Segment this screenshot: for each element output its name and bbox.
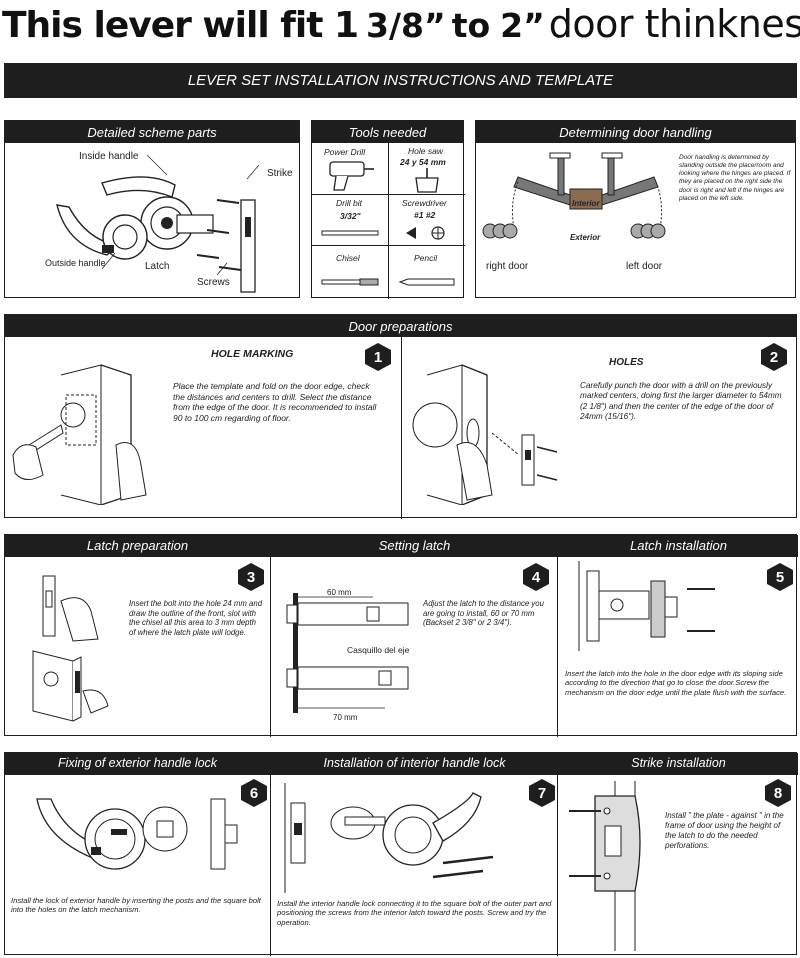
prep-panel-title: Door preparations	[5, 315, 796, 337]
tool-chisel-label: Chisel	[336, 253, 360, 263]
banner-text: LEVER SET INSTALLATION INSTRUCTIONS AND …	[187, 72, 614, 89]
handling-panel-title: Determining door handling	[476, 121, 795, 143]
strike-install-illustration	[569, 781, 641, 951]
screwdriver-icon	[406, 226, 445, 240]
step2-text: Carefully punch the door with a drill on…	[580, 381, 782, 421]
label-left-door: left door	[626, 261, 663, 272]
hero-title-part5: door thinkness	[548, 2, 800, 46]
exterior-lock-title: Fixing of exterior handle lock	[57, 756, 218, 770]
hero-title: This lever will fit 1 3/8” to 2” door th…	[2, 2, 800, 54]
pencil-icon	[398, 278, 455, 286]
step1-number-badge: 1	[365, 343, 391, 371]
label-strike: Strike	[267, 168, 293, 179]
handling-description: Door handling is determined by standing …	[679, 154, 791, 202]
step8-text: Install " the plate - against " in the f…	[665, 811, 784, 850]
tool-drill-bit-size: 3/32"	[340, 211, 361, 221]
prep-panel: Door preparations HOLE MARKING 1 Place t…	[4, 314, 797, 519]
step7-number-badge: 7	[529, 779, 555, 807]
step3-text: Insert the bolt into the hole 24 mm and …	[129, 599, 263, 638]
chisel-icon	[321, 278, 379, 286]
label-exterior: Exterior	[570, 233, 601, 242]
label-outside-handle: Outside handle	[45, 258, 106, 268]
latch-install-illustration	[578, 561, 715, 651]
setting-latch-illustration	[286, 593, 409, 713]
drill-bit-icon	[321, 230, 379, 236]
step1-text: Place the template and fold on the door …	[173, 381, 377, 423]
label-latch: Latch	[145, 261, 170, 272]
tool-screwdriver-size: #1 #2	[414, 210, 436, 220]
step6-text: Install the lock of exterior handle by i…	[11, 896, 261, 915]
tools-panel-title: Tools needed	[312, 121, 463, 143]
label-right-door: right door	[486, 261, 529, 272]
latch-prep-title: Latch preparation	[86, 538, 189, 553]
label-inside-handle: Inside handle	[79, 151, 139, 162]
latch-install-title: Latch installation	[630, 538, 727, 553]
step8-number-badge: 8	[765, 779, 791, 807]
instructions-banner: LEVER SET INSTALLATION INSTRUCTIONS AND …	[4, 63, 797, 98]
row4-panel: Fixing of exterior handle lock Installat…	[4, 752, 798, 956]
step2-title: HOLES	[609, 357, 644, 368]
latch-prep-illustration	[32, 575, 109, 722]
step5-text: Insert the latch into the hole in the do…	[565, 669, 787, 697]
step1-title: HOLE MARKING	[211, 348, 294, 360]
hero-title-part4: 2”	[500, 6, 545, 45]
tool-power-drill-label: Power Drill	[324, 147, 366, 157]
label-screws: Screws	[197, 277, 230, 288]
tool-hole-saw-size: 24 y 54 mm	[400, 157, 446, 167]
label-casquillo: Casquillo del eje	[347, 645, 410, 655]
row3-panel: Latch preparation Setting latch Latch in…	[4, 534, 798, 737]
step7-text: Install the interior handle lock connect…	[277, 899, 552, 927]
step4-text: Adjust the latch to the distance you are…	[423, 599, 544, 628]
hero-title-part2: 3/8”	[366, 6, 446, 45]
hole-marking-illustration	[12, 364, 147, 505]
tool-pencil-label: Pencil	[414, 253, 438, 263]
door-handling-diagram	[482, 152, 666, 239]
tool-drill-bit-label: Drill bit	[336, 198, 362, 208]
setting-latch-title: Setting latch	[378, 538, 451, 553]
step3-number-badge: 3	[238, 563, 264, 591]
step5-number-badge: 5	[767, 563, 793, 591]
parts-illustration	[56, 154, 260, 293]
exterior-lock-illustration	[36, 798, 238, 870]
tools-panel: Tools needed Power Drill Hole saw 24 y 5…	[311, 120, 465, 299]
handling-panel: Determining door handling Interior Exter…	[475, 120, 796, 298]
interior-lock-illustration	[284, 783, 494, 893]
tool-hole-saw-label: Hole saw	[408, 146, 443, 156]
hole-saw-icon	[415, 168, 439, 193]
strike-install-title: Strike installation	[631, 756, 726, 770]
holes-illustration	[412, 364, 558, 505]
parts-panel: Detailed scheme parts Inside handle Stri…	[4, 120, 300, 298]
step4-number-badge: 4	[523, 563, 549, 591]
hero-title-part3: to	[451, 6, 491, 45]
parts-panel-title: Detailed scheme parts	[5, 121, 299, 143]
label-interior: Interior	[572, 199, 600, 208]
hero-title-part1: This lever will fit 1	[2, 5, 359, 46]
interior-lock-title: Installation of interior handle lock	[323, 756, 506, 770]
dim-60mm: 60 mm	[327, 588, 352, 597]
tool-screwdriver-label: Screwdriver	[402, 198, 447, 208]
step6-number-badge: 6	[241, 779, 267, 807]
dim-70mm: 70 mm	[333, 713, 358, 722]
step2-number-badge: 2	[761, 343, 787, 371]
power-drill-icon	[329, 161, 374, 191]
